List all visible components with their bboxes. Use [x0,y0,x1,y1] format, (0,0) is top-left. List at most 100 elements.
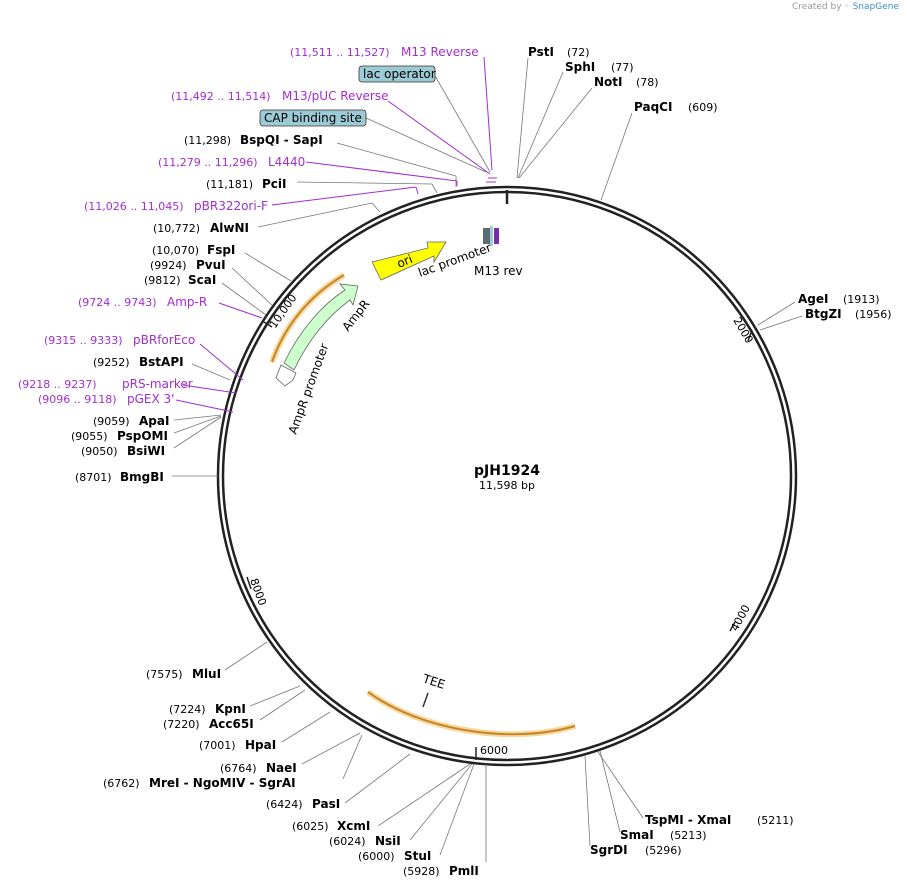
enzyme-fspi: FspI (10,070) [152,243,292,282]
enzyme-xcmi-label: XcmI [337,819,370,833]
enzyme-agei: AgeI (1913) [757,292,880,326]
ampr-gene-arc-core [271,274,345,363]
enzyme-xcmi-leader [377,763,471,827]
enzyme-acc65i-position: (7220) [163,718,200,731]
primer-l4440-position: (11,279 .. 11,296) [158,156,258,169]
primer-amp-r-leader [218,302,263,319]
enzyme-nsii-position: (6024) [329,835,366,848]
primer-pgex-3-position: (9096 .. 9118) [38,393,117,406]
enzyme-pasi-leader [344,753,411,804]
enzyme-tspmi-xmai: TspMI - XmaI (5211) [597,751,794,827]
enzyme-stui-leader [439,763,475,856]
tick-6000: 6000 [480,744,508,757]
enzyme-noti-label: NotI [594,75,623,89]
tick-2000-mark [747,329,753,342]
enzyme-pvui-position: (9924) [150,259,187,272]
enzyme-tspmi-xmai-leader [597,751,644,819]
enzyme-naei-position: (6764) [220,762,257,775]
enzyme-scai-label: ScaI [188,273,216,287]
enzyme-pvui-leader [231,267,273,306]
enzyme-sgrdi-label: SgrDI [590,843,628,857]
enzyme-hpai: HpaI (7001) [199,711,331,752]
primer-prs-marker: (9218 .. 9237) pRS-marker [18,377,237,394]
enzyme-mrei-ngomiv-sgrai-position: (6762) [103,777,140,790]
enzyme-kpni-label: KpnI [215,702,246,716]
primer-pbrforeco-leader [199,343,244,381]
tee-arc-core [367,691,576,736]
enzyme-pcii: PciI (11,181) [206,177,438,194]
enzyme-btgzi-position: (1956) [855,308,892,321]
enzyme-mlui-leader [224,641,268,671]
enzyme-agei-position: (1913) [843,293,880,306]
enzyme-acc65i-label: Acc65I [209,717,254,731]
enzyme-psti-label: PstI [528,45,554,59]
enzyme-pcii-label: PciI [262,177,287,191]
snapgene-logo-icon: ◦ [844,2,850,12]
m13-rev-label: M13 rev [474,264,523,278]
enzyme-btgzi-label: BtgZI [805,307,842,321]
tick-10000: 10,000 [267,292,300,331]
enzyme-tspmi-xmai-label: TspMI - XmaI [645,813,731,827]
enzyme-paqci: PaqCI (609) [600,100,718,201]
tick-4000: 4000 [728,603,753,634]
primer-prs-marker-leader [182,384,237,394]
tee-label: TEE [420,671,447,692]
enzyme-sphi: SphI (77) [517,60,634,179]
primer-m13-puc-reverse: (11,492 .. 11,514) M13/pUC Reverse [171,89,496,183]
enzyme-smai: SmaI (5213) [599,750,707,842]
enzyme-stui-position: (6000) [358,850,395,863]
feature-cap-binding-site-box [259,109,367,127]
enzyme-noti-position: (78) [636,76,659,89]
enzyme-pasi-position: (6424) [266,798,303,811]
enzyme-pspomi-position: (9055) [71,430,108,443]
primer-prs-marker-label: pRS-marker [122,377,193,391]
enzyme-smai-leader [599,750,621,833]
enzyme-psti-leader [516,57,529,179]
enzyme-mlui-label: MluI [192,667,221,681]
enzyme-mrei-ngomiv-sgrai-label: MreI - NgoMIV - SgrAI [149,776,296,790]
enzyme-fspi-position: (10,070) [152,244,199,257]
enzyme-psti: PstI (72) [516,45,590,179]
enzyme-bstapi-leader [191,363,231,381]
ampr-promoter-arrow [275,364,297,387]
primer-pbr322ori-f-label: pBR322ori-F [194,199,268,213]
enzyme-pmli: PmlI (5928) [403,764,487,878]
enzyme-pcii-leader [431,183,438,194]
feature-cap-binding-site-leader [365,117,487,173]
feature-lac-operator-box [358,65,436,83]
ampr-arrow [283,283,359,371]
enzyme-bstapi-position: (9252) [93,356,130,369]
enzyme-smai-position: (5213) [670,829,707,842]
enzyme-alwni-leader [371,202,381,213]
primer-pgex-3: (9096 .. 9118) pGEX 3' [38,392,234,413]
enzyme-smai-label: SmaI [620,828,654,842]
enzyme-scai: ScaI (9812) [144,273,267,316]
primer-l4440: (11,279 .. 11,296) L4440 [158,155,458,186]
primer-pbr322ori-f: (11,026 .. 11,045) pBR322ori-F [84,186,419,213]
primer-l4440-leader [305,161,458,182]
enzyme-bsiwi: BsiWI (9050) [81,416,222,458]
enzyme-bsiwi-position: (9050) [81,445,118,458]
primer-m13-puc-reverse-label: M13/pUC Reverse [282,89,389,103]
enzyme-hpai-leader [281,711,331,743]
enzyme-psti-position: (72) [567,46,590,59]
enzyme-stui-label: StuI [404,849,431,863]
enzyme-nsii: NsiI (6024) [329,763,473,848]
enzyme-bspqi-sapi-position: (11,298) [184,134,231,147]
ori-label: ori [395,252,415,271]
enzyme-pvui-label: PvuI [196,258,226,272]
feature-lac-operator-leader [433,73,491,173]
enzyme-bmgbi-label: BmgBI [120,470,164,484]
enzyme-hpai-position: (7001) [199,739,236,752]
enzyme-bstapi-label: BstAPI [139,355,184,369]
enzyme-xcmi-position: (6025) [292,820,329,833]
snapgene-credit: Created by ◦ SnapGene [792,2,899,12]
enzyme-stui: StuI (6000) [358,763,475,863]
primer-m13-puc-reverse-leader [387,100,491,175]
enzyme-nsii-leader [409,763,473,841]
primer-pbrforeco-label: pBRforEco [133,333,195,347]
enzyme-nsii-label: NsiI [375,834,401,848]
primer-l4440-label: L4440 [268,155,305,169]
enzyme-sphi-leader [517,71,564,179]
enzyme-alwni: AlwNI (10,772) [153,202,381,235]
